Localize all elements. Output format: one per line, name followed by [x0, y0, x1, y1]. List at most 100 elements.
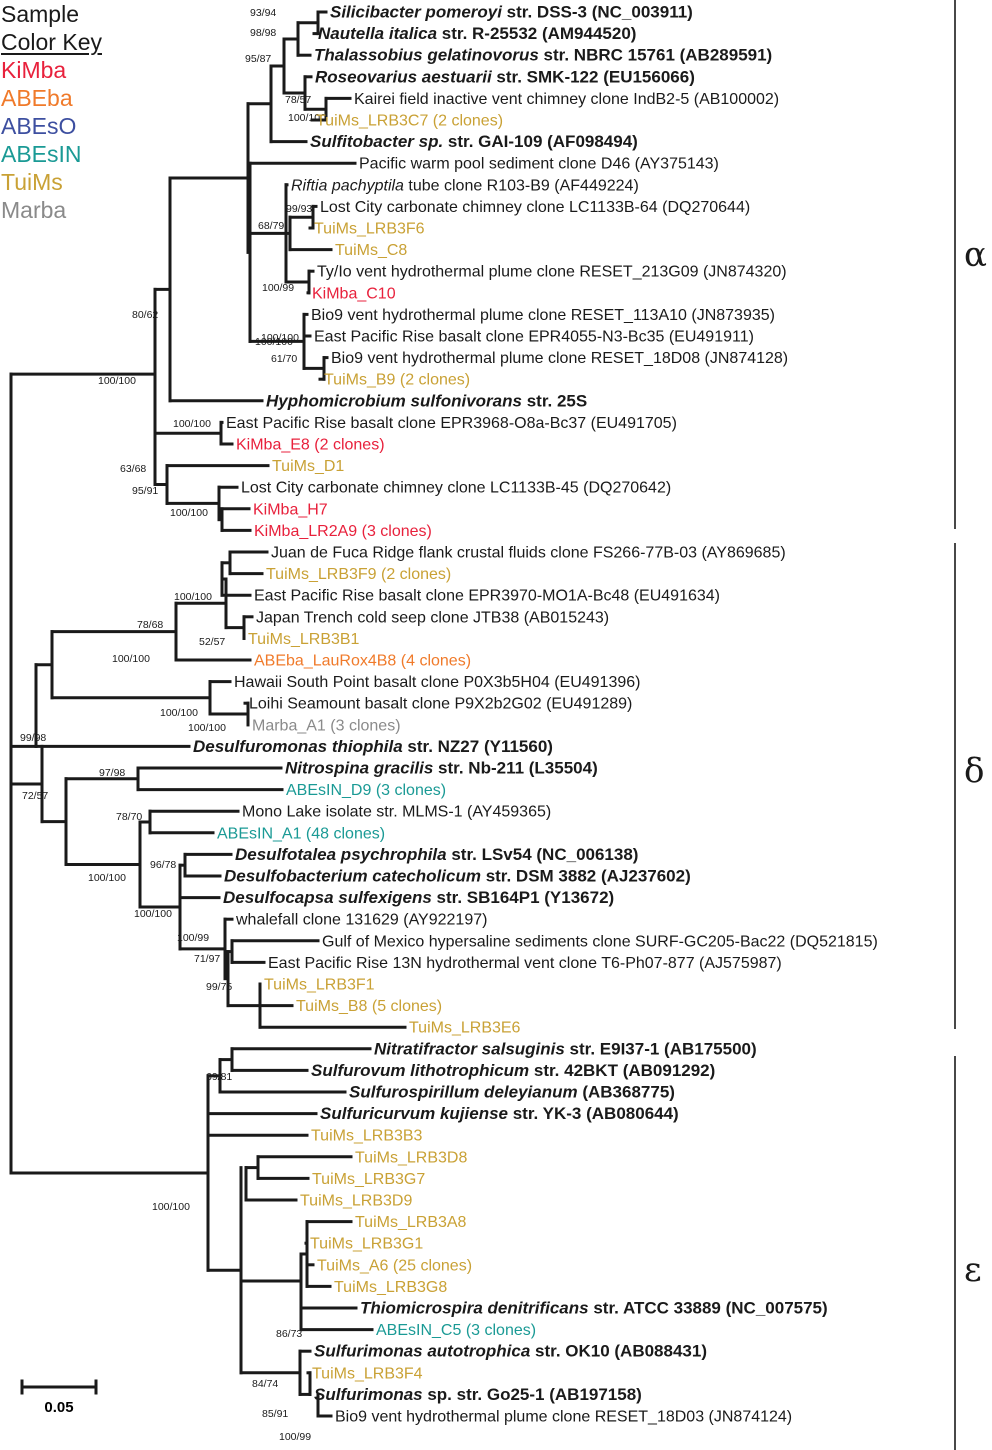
leaf-label: Juan de Fuca Ridge flank crustal fluids …: [271, 545, 786, 562]
leaf-label: Hyphomicrobium sulfonivorans str. 25S: [266, 391, 587, 410]
leaf-species-italic: Desulfotalea psychrophila: [235, 845, 447, 864]
leaf-label: TuiMs_A6 (25 clones): [317, 1257, 472, 1274]
group-label-epsilon: ε: [964, 1250, 982, 1290]
support-value: 80/62: [132, 309, 158, 321]
support-value: 69/81: [206, 1071, 232, 1083]
leaf-label: TuiMs_LRB3F4: [312, 1365, 423, 1382]
support-value: 100/99: [262, 282, 294, 294]
leaf-label-text: str. LSv54 (NC_006138): [447, 845, 639, 864]
support-value: 99/98: [20, 732, 46, 744]
leaf-label: Lost City carbonate chimney clone LC1133…: [241, 480, 671, 497]
leaf-label-text: str. NZ27 (Y11560): [403, 737, 553, 756]
leaf-label-text: TuiMs_LRB3B1: [248, 631, 360, 648]
leaf-label-text: TuiMs_LRB3G8: [334, 1279, 447, 1296]
leaf-label-text: TuiMs_LRB3F6: [314, 221, 425, 238]
leaf-label: TuiMs_LRB3B1: [248, 631, 360, 648]
support-value: 100/100: [261, 332, 299, 344]
group-label-alpha: α: [964, 235, 987, 275]
leaf-label: TuiMs_LRB3D8: [355, 1149, 467, 1166]
leaf-label: Pacific warm pool sediment clone D46 (AY…: [359, 156, 719, 173]
leaf-species-italic: Riftia pachyptila: [291, 177, 404, 194]
leaf-species-italic: Sulfurimonas: [314, 1385, 423, 1404]
leaf-label: East Pacific Rise 13N hydrothermal vent …: [268, 955, 782, 972]
leaf-label-text: KiMba_H7: [253, 501, 328, 518]
leaf-label-text: (AB368775): [578, 1083, 675, 1102]
group-bracket-delta: δ: [954, 543, 984, 1029]
leaf-species-italic: Nautella italica: [318, 24, 437, 43]
leaf-species-italic: Sulfurospirillum deleyianum: [349, 1083, 578, 1102]
leaf-label-text: KiMba_C10: [312, 285, 396, 302]
leaf-label-text: sp. str. Go25-1 (AB197158): [423, 1385, 642, 1404]
leaf-label: KiMba_E8 (2 clones): [236, 437, 385, 454]
leaf-label-text: KiMba_LR2A9 (3 clones): [254, 523, 432, 540]
support-value: 84/74: [252, 1378, 278, 1390]
leaf-label: ABEsIN_C5 (3 clones): [376, 1322, 536, 1339]
scale-bar-label: 0.05: [44, 1399, 73, 1416]
support-values: 93/9498/9895/8778/57100/100100/10099/936…: [20, 7, 326, 1443]
support-value: 95/91: [132, 485, 158, 497]
leaf-label: KiMba_H7: [253, 501, 328, 518]
support-value: 68/79: [258, 220, 284, 232]
leaf-label-text: Marba_A1 (3 clones): [252, 717, 401, 734]
leaf-label-text: East Pacific Rise basalt clone EPR3970-M…: [254, 588, 720, 605]
leaf-label-text: Lost City carbonate chimney clone LC1133…: [241, 480, 671, 497]
leaf-label-text: str. DSS-3 (NC_003911): [502, 3, 693, 22]
leaf-species-italic: Sulfurimonas autotrophica: [314, 1342, 530, 1361]
support-value: 100/100: [288, 112, 326, 124]
leaf-label: Thiomicrospira denitrificans str. ATCC 3…: [360, 1299, 828, 1318]
leaf-label: Bio9 vent hydrothermal plume clone RESET…: [335, 1409, 792, 1426]
leaf-label-text: TuiMs_LRB3E6: [409, 1020, 521, 1037]
leaf-species-italic: Sulfuricurvum kujiense: [320, 1104, 508, 1123]
leaf-label-text: str. Nb-211 (L35504): [433, 759, 597, 778]
leaf-label-text: Hawaii South Point basalt clone P0X3b5H0…: [234, 674, 640, 691]
leaf-label: Sulfurimonas autotrophica str. OK10 (AB0…: [314, 1342, 707, 1361]
color-key-item-tuims: TuiMs: [1, 169, 63, 195]
leaf-label: Gulf of Mexico hypersaline sediments clo…: [322, 933, 878, 950]
leaf-label-text: Loihi Seamount basalt clone P9X2b2G02 (E…: [249, 696, 632, 713]
leaf-label: TuiMs_LRB3F9 (2 clones): [266, 566, 451, 583]
leaf-label-text: Mono Lake isolate str. MLMS-1 (AY459365): [242, 804, 551, 821]
leaf-label-text: str. SMK-122 (EU156066): [492, 67, 695, 86]
leaf-label: TuiMs_LRB3C7 (2 clones): [316, 113, 503, 130]
leaf-label-text: Pacific warm pool sediment clone D46 (AY…: [359, 156, 719, 173]
leaf-label: Sulfitobacter sp. str. GAI-109 (AF098494…: [310, 132, 638, 151]
support-value: 78/57: [285, 94, 311, 106]
leaf-species-italic: Thiomicrospira denitrificans: [360, 1299, 589, 1318]
leaf-label-text: str. OK10 (AB088431): [530, 1342, 707, 1361]
leaf-label-text: TuiMs_B8 (5 clones): [296, 998, 442, 1015]
leaf-species-italic: Desulfocapsa sulfexigens: [223, 888, 432, 907]
leaf-label-text: str. ATCC 33889 (NC_007575): [589, 1299, 828, 1318]
leaf-label-text: str. E9I37-1 (AB175500): [565, 1039, 757, 1058]
support-value: 100/99: [177, 932, 209, 944]
group-bracket-epsilon: ε: [954, 1056, 982, 1450]
leaf-label-text: TuiMs_D1: [272, 458, 344, 475]
leaf-label: whalefall clone 131629 (AY922197): [235, 912, 487, 929]
leaf-label-text: tube clone R103-B9 (AF449224): [404, 177, 639, 194]
scale-bar: 0.05: [20, 1379, 98, 1416]
support-value: 52/57: [199, 636, 225, 648]
leaf-label: TuiMs_C8: [335, 242, 407, 259]
leaf-label-text: Gulf of Mexico hypersaline sediments clo…: [322, 933, 878, 950]
leaf-species-italic: Nitrospina gracilis: [285, 759, 433, 778]
leaf-label-text: str. DSM 3882 (AJ237602): [481, 867, 691, 886]
leaf-label-text: TuiMs_LRB3B3: [311, 1128, 423, 1145]
leaf-label-text: ABEba_LauRox4B8 (4 clones): [254, 653, 471, 670]
leaf-label: Desulfocapsa sulfexigens str. SB164P1 (Y…: [223, 888, 614, 907]
leaf-label: KiMba_LR2A9 (3 clones): [254, 523, 432, 540]
leaf-label-text: Ty/Io vent hydrothermal plume clone RESE…: [317, 264, 787, 281]
leaf-label-text: TuiMs_B9 (2 clones): [324, 372, 470, 389]
leaf-label: Marba_A1 (3 clones): [252, 717, 401, 734]
leaf-label-text: TuiMs_A6 (25 clones): [317, 1257, 472, 1274]
leaf-label: Kairei field inactive vent chimney clone…: [354, 91, 779, 108]
leaf-label-text: str. 25S: [522, 391, 587, 410]
support-value: 98/98: [250, 27, 276, 39]
support-value: 100/100: [134, 908, 172, 920]
leaf-label-text: TuiMs_LRB3D9: [300, 1193, 412, 1210]
color-key-item-kimba: KiMba: [1, 57, 67, 83]
leaf-label: TuiMs_LRB3E6: [409, 1020, 521, 1037]
leaf-label: Nitrospina gracilis str. Nb-211 (L35504): [285, 759, 598, 778]
support-value: 99/75: [206, 981, 232, 993]
leaf-label-text: Kairei field inactive vent chimney clone…: [354, 91, 779, 108]
support-value: 72/57: [22, 790, 48, 802]
